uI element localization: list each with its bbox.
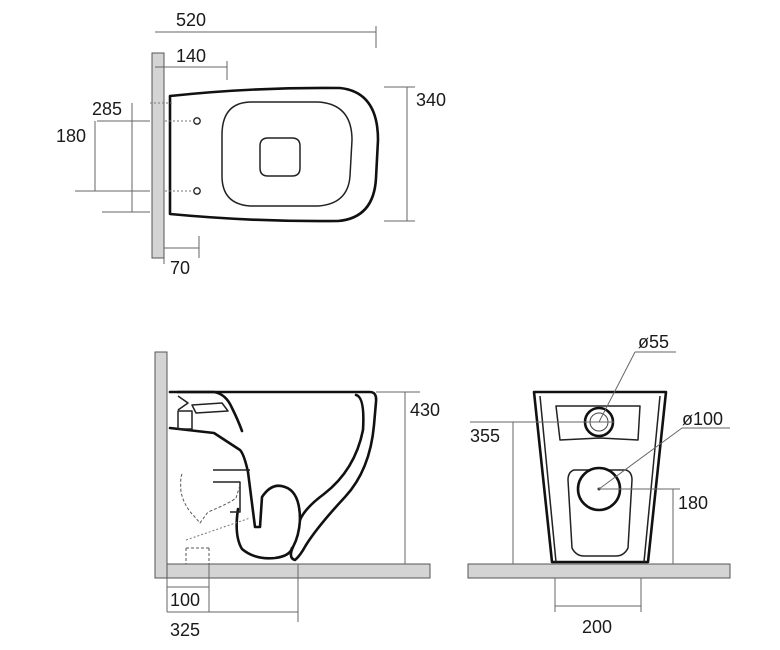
rear-view-inner-outline-left — [539, 395, 557, 563]
rear-view: ø55 ø100 355 180 200 — [467, 332, 731, 637]
top-view-wall — [151, 52, 165, 259]
dim-width: 340 — [416, 90, 446, 110]
rear-view-floor — [467, 563, 731, 579]
dim-inlet-diameter: ø55 — [638, 332, 669, 352]
side-view-outlet-connector — [213, 469, 250, 513]
rear-view-body-outline — [532, 390, 668, 564]
dim-floor-outlet: 325 — [170, 620, 200, 640]
top-view-bowl-outline — [168, 86, 380, 223]
top-view: 520 140 285 180 340 70 — [56, 10, 446, 278]
dim-outlet-from-wall: 100 — [170, 590, 200, 610]
dim-fixing-distance: 140 — [176, 46, 206, 66]
side-view-drain-pipe-hidden — [180, 473, 241, 564]
dim-inlet-height: 355 — [470, 426, 500, 446]
side-view-bowl-inner — [176, 390, 244, 433]
top-view-drain — [259, 137, 301, 177]
dim-overall-length: 520 — [176, 10, 206, 30]
top-view-fixing-hole-lower — [193, 187, 201, 195]
dim-bolt-height: 285 — [92, 99, 122, 119]
dim-wall-offset: 70 — [170, 258, 190, 278]
side-view-wall — [154, 351, 168, 579]
top-view-fixing-hole-upper — [193, 117, 201, 125]
dim-bolt-spacing: 180 — [56, 126, 86, 146]
side-view: 430 100 325 — [154, 351, 440, 640]
dim-height: 430 — [410, 400, 440, 420]
rear-view-inner-outline-right — [643, 395, 661, 563]
dim-outlet-width: 200 — [582, 617, 612, 637]
top-view-seat-opening — [221, 101, 353, 207]
side-view-trap — [235, 507, 294, 560]
rear-view-inlet-panel — [555, 405, 641, 441]
dim-outlet-height: 180 — [678, 493, 708, 513]
rear-view-cavity — [567, 469, 633, 557]
side-view-bowl-profile — [168, 390, 378, 562]
side-view-inlet-flange — [177, 410, 193, 430]
side-view-inner-cavity — [298, 393, 365, 522]
dim-outlet-diameter: ø100 — [682, 409, 723, 429]
side-view-rim — [177, 395, 229, 414]
